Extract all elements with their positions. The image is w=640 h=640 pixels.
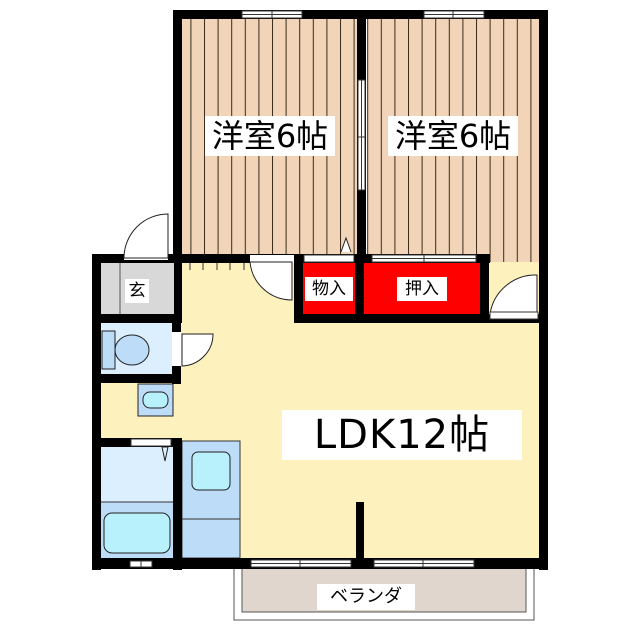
balcony-label: ベランダ xyxy=(317,584,415,610)
western-room-1-label: 洋室6帖 xyxy=(205,116,335,156)
kitchen-unit xyxy=(181,440,241,559)
windows xyxy=(129,10,485,568)
western-room-2-label: 洋室6帖 xyxy=(388,116,518,156)
changing-room xyxy=(100,446,174,502)
bathtub xyxy=(103,512,171,554)
storage-label: 物入 xyxy=(305,277,353,301)
arrow-icon xyxy=(340,236,352,253)
doors xyxy=(123,213,539,367)
entrance-label: 玄 xyxy=(125,279,149,303)
ldk-label: LDK12帖 xyxy=(282,410,522,460)
step-marks xyxy=(189,263,245,270)
oshiire-label: 押入 xyxy=(397,277,447,301)
toilet xyxy=(101,330,150,370)
wash-basin xyxy=(137,383,174,417)
